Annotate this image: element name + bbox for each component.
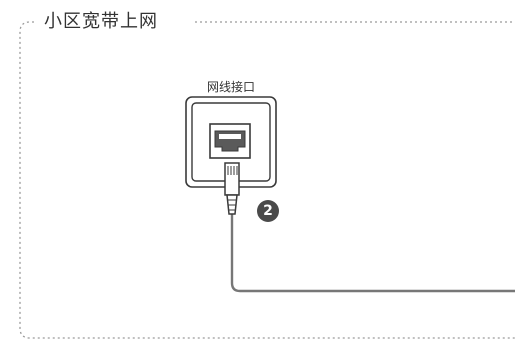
network-cable (230, 214, 515, 293)
wall-port-label: 网线接口 (206, 80, 255, 94)
step-badge: 2 (257, 200, 279, 222)
ethernet-socket-icon (209, 123, 251, 159)
ethernet-plug-icon (224, 162, 240, 215)
section-title: 小区宽带上网 (40, 11, 164, 33)
